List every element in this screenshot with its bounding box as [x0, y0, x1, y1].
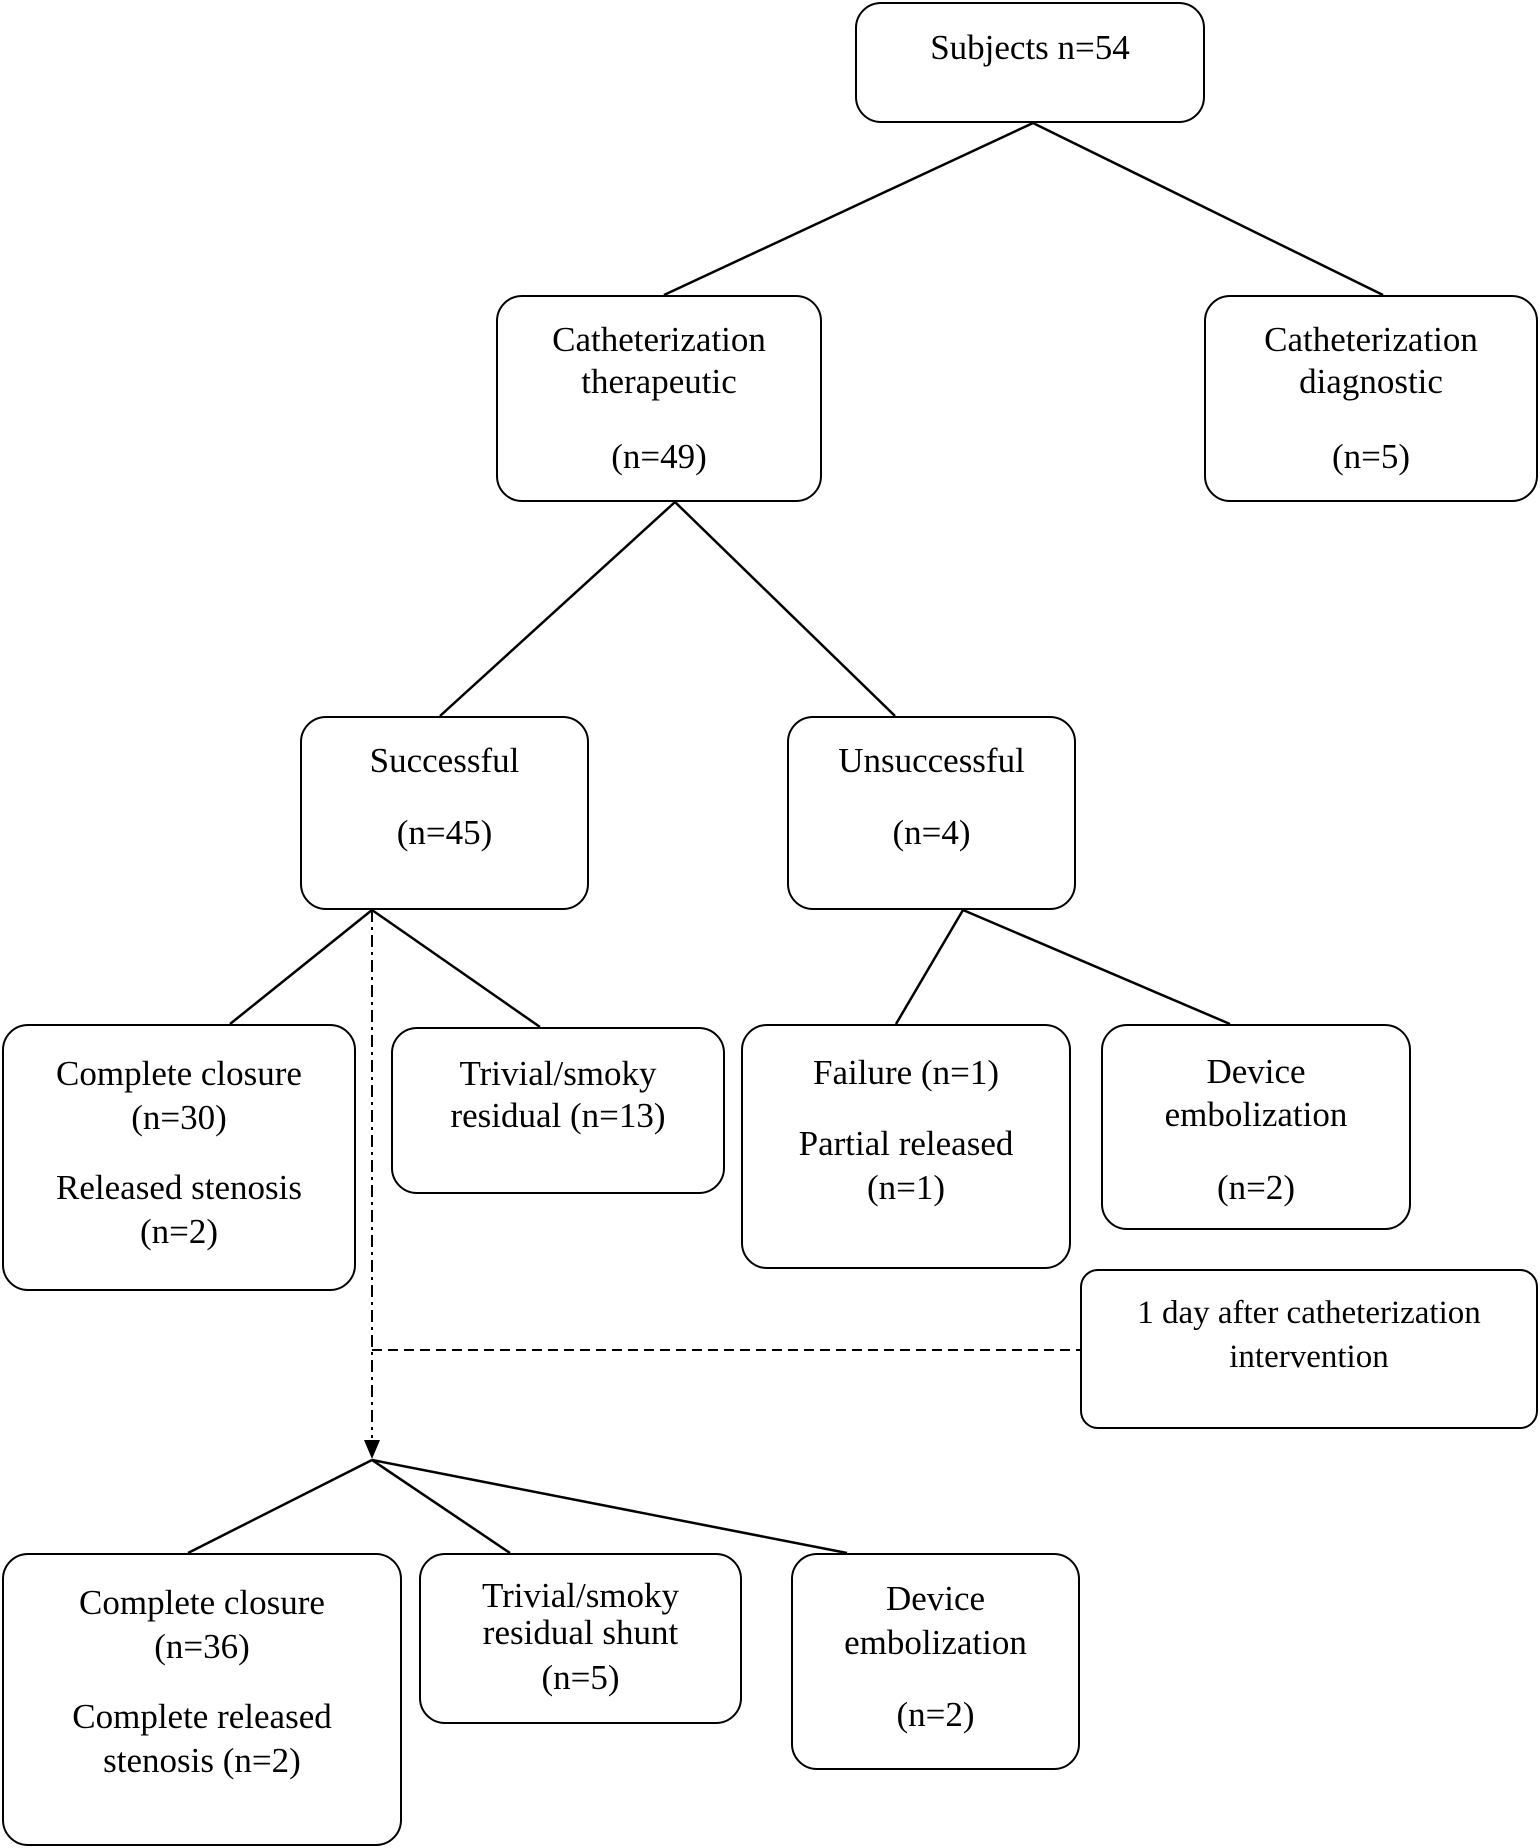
node-device-embolization-2: Device embolization (n=2)	[791, 1553, 1080, 1770]
node-label-line1: 1 day after catheterization	[1137, 1295, 1481, 1331]
node-failure: Failure (n=1) Partial released (n=1)	[741, 1024, 1071, 1269]
node-complete-closure-1: Complete closure (n=30) Released stenosi…	[2, 1024, 356, 1291]
node-subjects-label: Subjects n=54	[930, 28, 1130, 67]
edge-unsuccessful-embolization	[962, 908, 1231, 1026]
node-label-line2: Partial released	[798, 1124, 1014, 1163]
edge-therapeutic-successful	[439, 501, 676, 717]
node-device-embolization-1: Device embolization (n=2)	[1101, 1024, 1411, 1230]
node-label-line2: (n=36)	[154, 1627, 250, 1666]
node-count: (n=45)	[396, 813, 493, 852]
arrowhead	[364, 1440, 380, 1459]
node-label-line1: Catheterization	[1264, 320, 1478, 359]
node-label-line2: diagnostic	[1299, 362, 1443, 401]
node-count: (n=2)	[896, 1695, 975, 1734]
node-count: (n=4)	[892, 813, 971, 852]
node-unsuccessful: Unsuccessful (n=4)	[787, 716, 1076, 910]
node-label-line1: Device	[1206, 1052, 1306, 1091]
node-count: (n=49)	[611, 437, 707, 476]
node-complete-closure-2: Complete closure (n=36) Complete release…	[2, 1553, 402, 1846]
node-label-line4: (n=2)	[139, 1212, 219, 1251]
node-label-line1: Complete closure	[56, 1054, 302, 1093]
node-trivial-residual-1: Trivial/smoky residual (n=13)	[391, 1027, 725, 1194]
node-label-line1: Trivial/smoky	[481, 1576, 680, 1615]
node-label-line2: (n=30)	[131, 1098, 227, 1137]
node-label-line1: Device	[885, 1579, 986, 1618]
node-count: (n=2)	[1216, 1168, 1296, 1207]
node-trivial-residual-2: Trivial/smoky residual shunt (n=5)	[419, 1553, 742, 1724]
edge-followup-trivial	[371, 1458, 511, 1555]
node-count: (n=5)	[1331, 437, 1411, 476]
node-followup-time: 1 day after catheterization intervention	[1080, 1269, 1538, 1429]
node-label-line4: stenosis (n=2)	[103, 1741, 301, 1780]
edge-followup-complete-closure	[187, 1458, 373, 1555]
edge-therapeutic-unsuccessful	[674, 501, 896, 717]
node-label-line2: residual (n=13)	[450, 1096, 666, 1135]
node-label-line2: embolization	[844, 1623, 1027, 1662]
node-label-line1: Catheterization	[552, 320, 766, 359]
node-catheterization-diagnostic: Catheterization diagnostic (n=5)	[1204, 295, 1538, 502]
edge-followup-embolization	[371, 1458, 848, 1555]
node-label-line1: Trivial/smoky	[459, 1054, 657, 1093]
node-label-line2: therapeutic	[581, 362, 737, 401]
node-label-line1: Complete closure	[79, 1583, 325, 1622]
edge-successful-complete-closure	[229, 909, 373, 1025]
node-label: Unsuccessful	[838, 741, 1025, 780]
edge-successful-trivial	[371, 908, 541, 1029]
node-label: Successful	[369, 741, 520, 780]
node-label-line2: embolization	[1164, 1095, 1348, 1134]
node-label-line3: Complete released	[72, 1697, 332, 1736]
node-label-line3: (n=1)	[866, 1168, 946, 1207]
node-label-line2: intervention	[1229, 1339, 1389, 1375]
node-catheterization-therapeutic: Catheterization therapeutic (n=49)	[496, 295, 822, 502]
node-label-line3: (n=5)	[541, 1658, 620, 1697]
node-label-line3: Released stenosis	[56, 1168, 302, 1207]
node-label-line2: residual shunt	[482, 1613, 679, 1652]
edge-unsuccessful-failure	[894, 909, 965, 1025]
node-label-line1: Failure (n=1)	[813, 1053, 999, 1092]
node-successful: Successful (n=45)	[300, 716, 589, 910]
edge-subjects-diagnostic	[1032, 121, 1384, 297]
node-subjects: Subjects n=54	[855, 2, 1205, 123]
edge-subjects-therapeutic	[663, 121, 1034, 297]
